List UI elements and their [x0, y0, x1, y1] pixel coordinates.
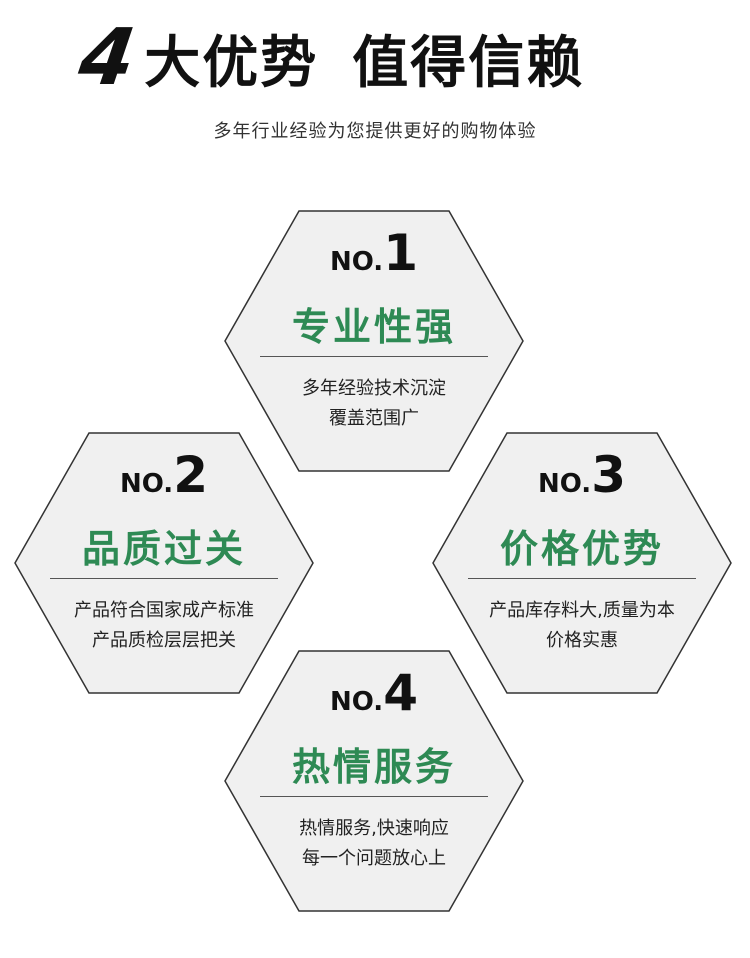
desc-line: 产品质检层层把关	[92, 630, 236, 651]
hexagon-shape	[224, 650, 524, 912]
advantage-title: 专业性强	[291, 305, 456, 349]
advantage-card-4: NO.4 热情服务 热情服务,快速响应 每一个问题放心上	[224, 650, 524, 912]
no-prefix: NO.	[330, 687, 384, 717]
hexagon-shape	[14, 432, 314, 694]
advantage-card-2: NO.2 品质过关 产品符合国家成产标准 产品质检层层把关	[14, 432, 314, 694]
hexagon-shape	[432, 432, 732, 694]
title-part2: 值得信赖	[352, 30, 585, 96]
advantage-number: NO.2	[14, 446, 314, 504]
advantage-description: 多年经验技术沉淀 覆盖范围广	[244, 374, 504, 434]
advantage-title: 品质过关	[81, 527, 246, 571]
no-digit: 3	[591, 446, 626, 504]
no-digit: 1	[383, 224, 418, 282]
divider	[260, 796, 488, 797]
advantage-card-3: NO.3 价格优势 产品库存料大,质量为本 价格实惠	[432, 432, 732, 694]
advantage-number: NO.4	[224, 664, 524, 722]
advantage-title: 价格优势	[499, 527, 664, 571]
desc-line: 每一个问题放心上	[302, 848, 446, 869]
divider	[260, 356, 488, 357]
hexagon-shape	[224, 210, 524, 472]
no-prefix: NO.	[538, 469, 592, 499]
divider	[468, 578, 696, 579]
header: 4 大优势 值得信赖 多年行业经验为您提供更好的购物体验	[0, 0, 750, 170]
advantage-number: NO.3	[432, 446, 732, 504]
no-digit: 2	[173, 446, 208, 504]
subtitle: 多年行业经验为您提供更好的购物体验	[213, 121, 537, 142]
advantage-description: 热情服务,快速响应 每一个问题放心上	[244, 814, 504, 874]
page-title: 4 大优势 值得信赖	[74, 13, 585, 103]
advantage-number: NO.1	[224, 224, 524, 282]
desc-line: 产品库存料大,质量为本	[489, 600, 675, 621]
advantage-card-1: NO.1 专业性强 多年经验技术沉淀 覆盖范围广	[224, 210, 524, 472]
desc-line: 覆盖范围广	[329, 408, 419, 429]
no-prefix: NO.	[120, 469, 174, 499]
desc-line: 价格实惠	[546, 630, 618, 651]
divider	[50, 578, 278, 579]
title-number: 4	[73, 13, 139, 103]
advantage-description: 产品库存料大,质量为本 价格实惠	[452, 596, 712, 656]
no-digit: 4	[383, 664, 418, 722]
desc-line: 热情服务,快速响应	[299, 818, 449, 839]
desc-line: 产品符合国家成产标准	[74, 600, 254, 621]
title-part1: 大优势	[144, 30, 319, 96]
desc-line: 多年经验技术沉淀	[302, 378, 446, 399]
advantage-description: 产品符合国家成产标准 产品质检层层把关	[34, 596, 294, 656]
advantage-title: 热情服务	[291, 745, 456, 789]
no-prefix: NO.	[330, 247, 384, 277]
